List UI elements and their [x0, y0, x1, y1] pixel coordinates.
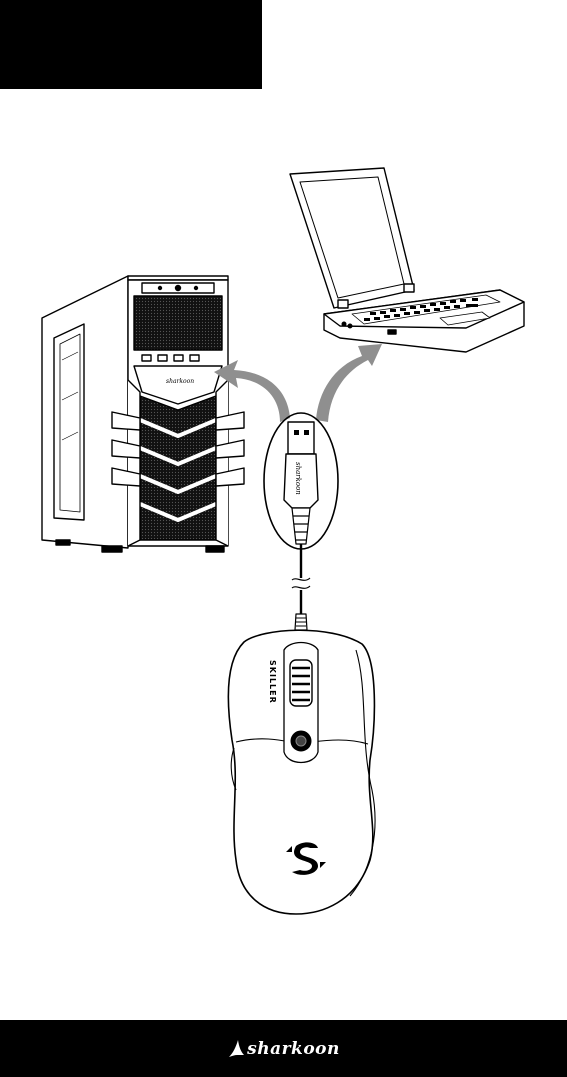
brand-logo: sharkoon [227, 1039, 340, 1059]
svg-text:sharkoon: sharkoon [166, 378, 194, 385]
footer-bar: sharkoon [0, 1020, 567, 1077]
laptop-icon [290, 168, 524, 352]
brand-wordmark: sharkoon [247, 1039, 340, 1059]
arrow-icon [214, 344, 382, 422]
shark-fin-icon [227, 1039, 245, 1059]
mouse-icon: SKILLER [228, 630, 375, 914]
connection-illustration: sharkoon [0, 0, 567, 1020]
svg-text:sharkoon: sharkoon [294, 462, 302, 495]
usb-plug-icon: sharkoon [264, 413, 338, 630]
pc-tower-icon: sharkoon [42, 276, 244, 552]
svg-text:SKILLER: SKILLER [268, 660, 277, 704]
